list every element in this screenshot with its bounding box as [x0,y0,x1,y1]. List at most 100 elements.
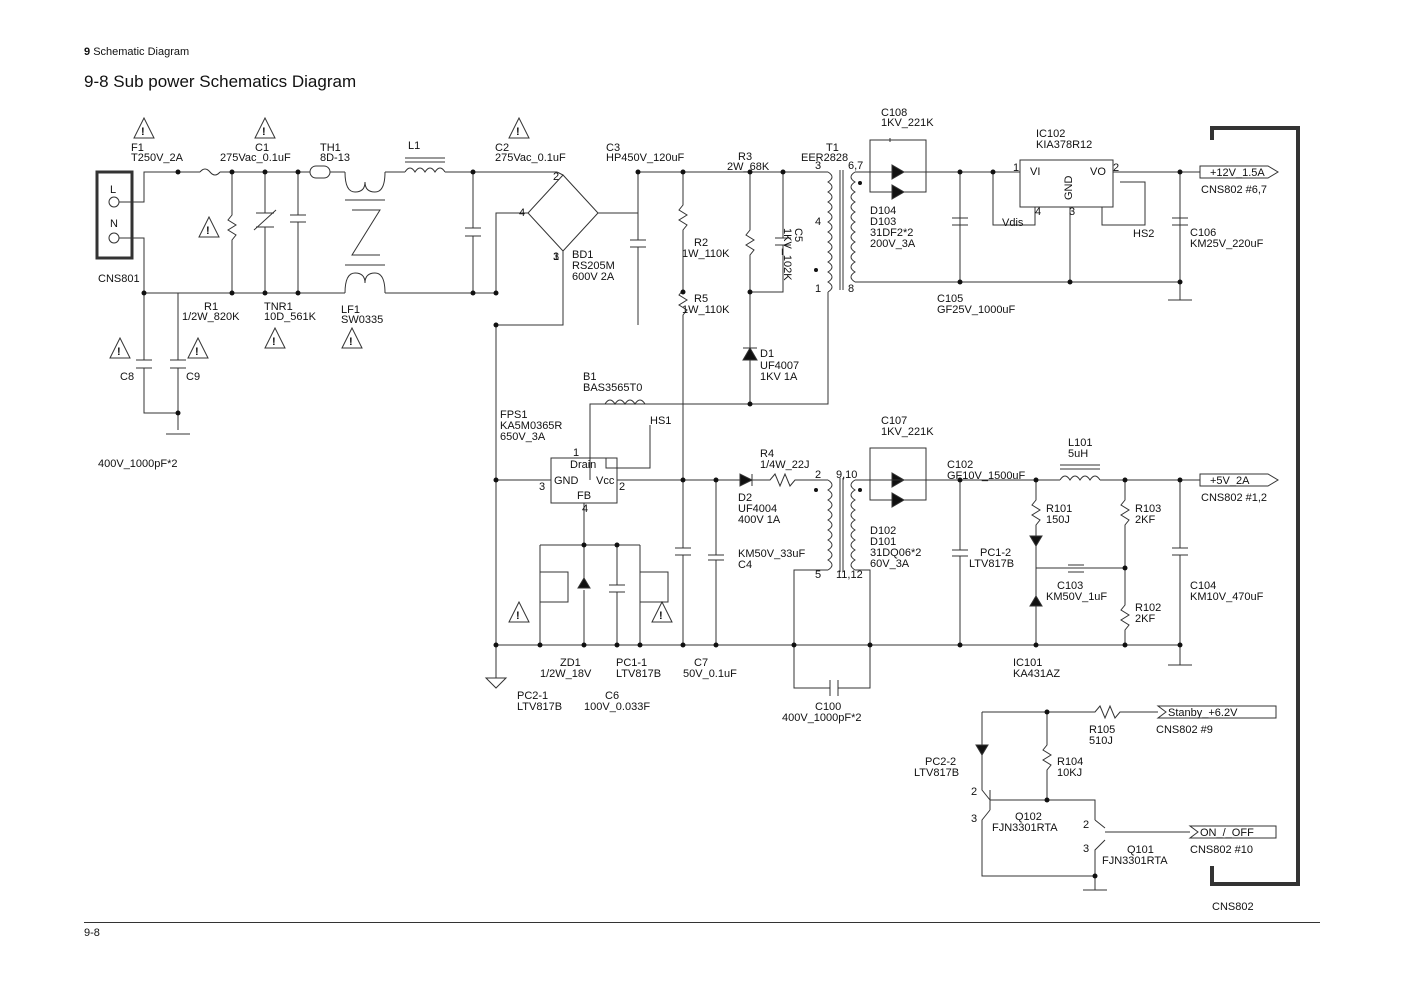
bd1-ref: BD1 [572,249,593,261]
section-number: 9 [84,46,91,58]
r4-ref: R4 [760,448,774,460]
svg-text:!: ! [117,346,121,358]
d103-value1: 31DF2*2 [870,227,913,239]
d1-ref: D1 [760,348,774,360]
q101-value: FJN3301RTA [1102,855,1168,867]
c2-value: 275Vac_0.1uF [495,152,566,164]
d101-value2: 60V_3A [870,558,910,570]
fps-drain: Drain [570,459,596,471]
pc2-1-ref: PC2-1 [517,690,548,702]
c1-ref: C1 [255,142,269,154]
d1-value2: 1KV 1A [760,371,798,383]
fps1-value2: 650V_3A [500,431,546,443]
r5-value: 1W_110K [682,304,730,316]
pc2-2-ref: PC2-2 [925,756,956,768]
c103-ref: C103 [1057,580,1083,592]
ic102-vo: VO [1090,166,1106,178]
page-title: 9-8 Sub power Schematics Diagram [84,72,357,91]
ic102-vi: VI [1030,166,1040,178]
c106-value: KM25V_220uF [1190,238,1264,250]
c7-ref: C7 [694,657,708,669]
t1-pin5: 5 [815,569,821,581]
d2-value1: UF4004 [738,503,777,515]
cns801-pin-l-label: L [110,184,116,196]
ic102-body [1019,159,1114,208]
d104-ref: D104 [870,205,896,217]
t1-pin1112: 11,12 [836,569,863,581]
r104-value: 10KJ [1057,767,1082,779]
c106-ref: C106 [1190,227,1216,239]
r3-ref: R3 [738,151,752,163]
c7-value: 50V_0.1uF [683,668,737,680]
ic101-value: KA431AZ [1013,668,1060,680]
svg-text:!: ! [516,126,520,138]
c1-value: 275Vac_0.1uF [220,152,291,164]
warning-icon [198,215,220,238]
l101-ref: L101 [1068,437,1092,449]
d1-value1: UF4007 [760,360,799,372]
c104-value: KM10V_470uF [1190,591,1264,603]
svg-text:!: ! [206,225,210,237]
cns801-pin-n-label: N [110,218,118,230]
r2-value: 1W_110K [682,248,730,260]
c5-ref: C5 [792,228,804,242]
svg-text:!: ! [272,336,276,348]
cns801-pin-n [108,232,120,244]
q102-value: FJN3301RTA [992,822,1058,834]
c105-value: GF25V_1000uF [937,304,1016,316]
d103-value2: 200V_3A [870,238,916,250]
fps-pin3: 3 [539,481,545,493]
t1-ref: T1 [826,142,839,154]
q101-pin3: 3 [1083,843,1089,855]
f1-ref: F1 [131,142,144,154]
fps-pin2: 2 [619,481,625,493]
vdis-label: Vdis [1002,217,1024,229]
r103-value: 2KF [1135,514,1155,526]
warning-icons [109,116,673,623]
pc1-2-value: LTV817B [969,558,1014,570]
cns802-label: CNS802 [1212,901,1254,913]
stanby-tag: Stanby_+6.2V [1168,707,1238,719]
onoff-connector: CNS802 #10 [1190,844,1253,856]
ic102-ref: IC102 [1036,128,1065,140]
lf1-value: SW0335 [341,314,383,326]
svg-text:!: ! [141,126,145,138]
q102-pin2: 2 [971,786,977,798]
ic102-pin2: 2 [1113,162,1119,174]
out12-tag: +12V_1.5A [1210,167,1265,179]
b1-ref: B1 [583,371,596,383]
c102-ref: C102 [947,459,973,471]
c104-ref: C104 [1190,580,1216,592]
q102-ref: Q102 [1015,811,1042,823]
stanby-connector: CNS802 #9 [1156,724,1213,736]
c107-ref: C107 [881,415,907,427]
d101-value1: 31DQ06*2 [870,547,921,559]
d102-ref: D102 [870,525,896,537]
q102-pin3: 3 [971,813,977,825]
section-header: 9 Schematic Diagram [84,46,189,58]
r1-ref: R1 [204,301,218,313]
cns801-connector-box [95,170,134,260]
t1-pin3: 3 [815,160,821,172]
page-number: 9-8 [84,927,100,939]
fps1-ref: FPS1 [500,409,528,421]
t1-pin67: 6,7 [848,160,863,172]
c107-value: 1KV_221K [881,426,934,438]
r3-value: 2W_68K [727,161,770,173]
junction-dots [141,169,1183,879]
out12-connector: CNS802 #6,7 [1201,184,1267,196]
fps-gnd: GND [554,475,579,487]
component-labels: CNS801 L N F1 T250V_2A C1 275Vac_0.1uF T… [98,107,1267,913]
pc2-1-value: LTV817B [517,701,562,713]
fps1-value1: KA5M0365R [500,420,562,432]
svg-text:!: ! [349,336,353,348]
svg-text:!: ! [659,610,663,622]
b1-value: BAS3565T0 [583,382,642,394]
q101-pin2: 2 [1083,819,1089,831]
tnr1-value: 10D_561K [264,311,317,323]
fps-fb: FB [577,490,591,502]
q101-ref: Q101 [1127,844,1154,856]
d2-value2: 400V 1A [738,514,781,526]
t1-pin2: 2 [815,469,821,481]
warning-icon [254,116,276,139]
